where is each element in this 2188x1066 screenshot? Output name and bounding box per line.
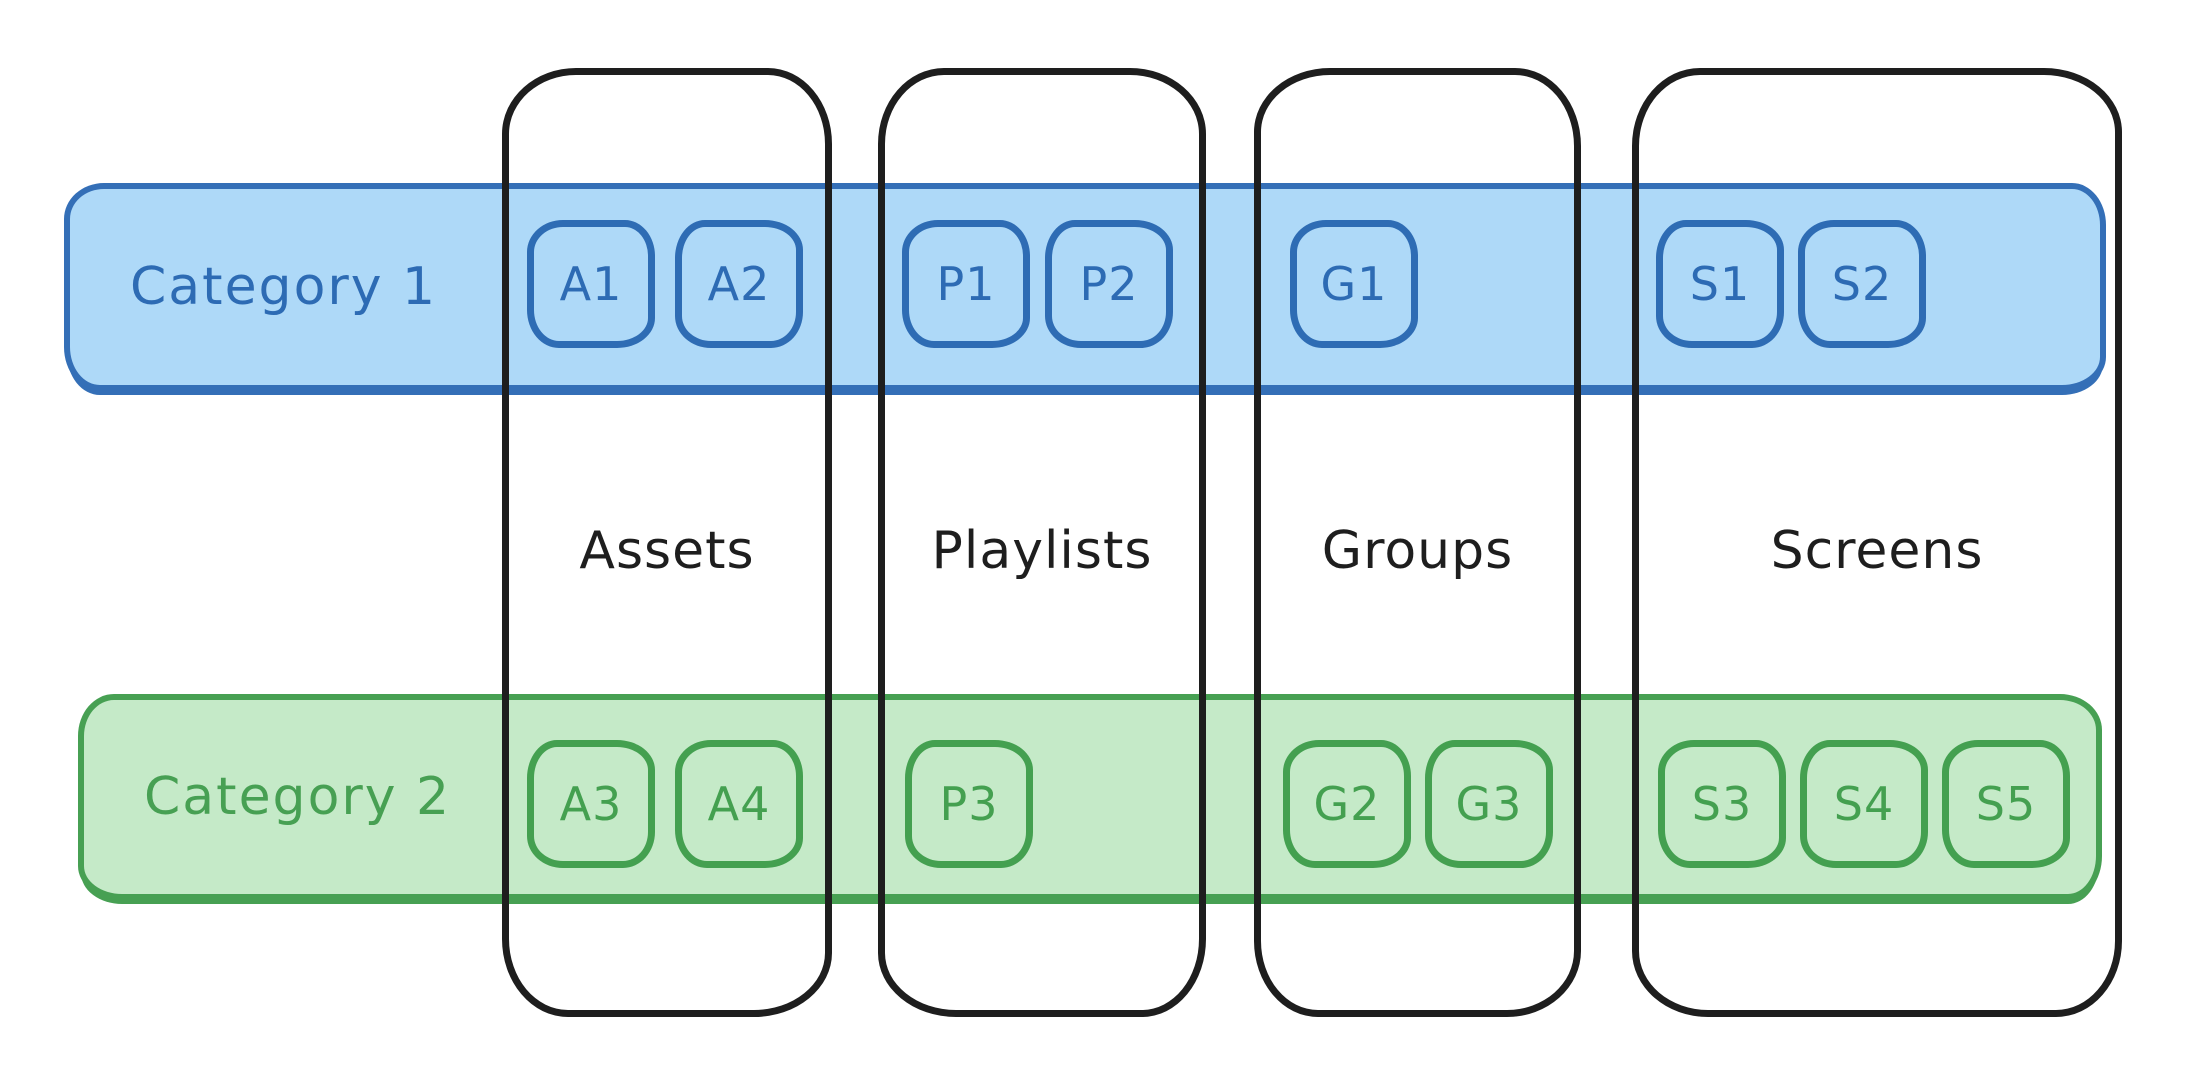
node-g3: G3 xyxy=(1425,740,1553,868)
column-label-groups: Groups xyxy=(1321,521,1514,581)
row-band-category-1: Category 1 xyxy=(64,183,2106,391)
column-assets: Assets xyxy=(502,68,832,1017)
node-p1: P1 xyxy=(902,220,1030,348)
node-s5: S5 xyxy=(1942,740,2070,868)
column-label-playlists: Playlists xyxy=(931,521,1153,581)
node-s4: S4 xyxy=(1800,740,1928,868)
column-label-assets: Assets xyxy=(579,521,755,581)
node-p3: P3 xyxy=(905,740,1033,868)
column-screens: Screens xyxy=(1632,68,2122,1017)
row-label-category-2: Category 2 xyxy=(144,767,452,827)
column-playlists: Playlists xyxy=(878,68,1206,1017)
column-label-screens: Screens xyxy=(1770,521,1984,581)
node-a2: A2 xyxy=(675,220,803,348)
node-a1: A1 xyxy=(527,220,655,348)
row-label-category-1: Category 1 xyxy=(130,257,438,317)
node-a4: A4 xyxy=(675,740,803,868)
node-s3: S3 xyxy=(1658,740,1786,868)
node-g1: G1 xyxy=(1290,220,1418,348)
node-s2: S2 xyxy=(1798,220,1926,348)
column-groups: Groups xyxy=(1254,68,1581,1017)
node-p2: P2 xyxy=(1045,220,1173,348)
row-band-category-2: Category 2 xyxy=(78,694,2102,900)
node-g2: G2 xyxy=(1283,740,1411,868)
node-a3: A3 xyxy=(527,740,655,868)
node-s1: S1 xyxy=(1656,220,1784,348)
